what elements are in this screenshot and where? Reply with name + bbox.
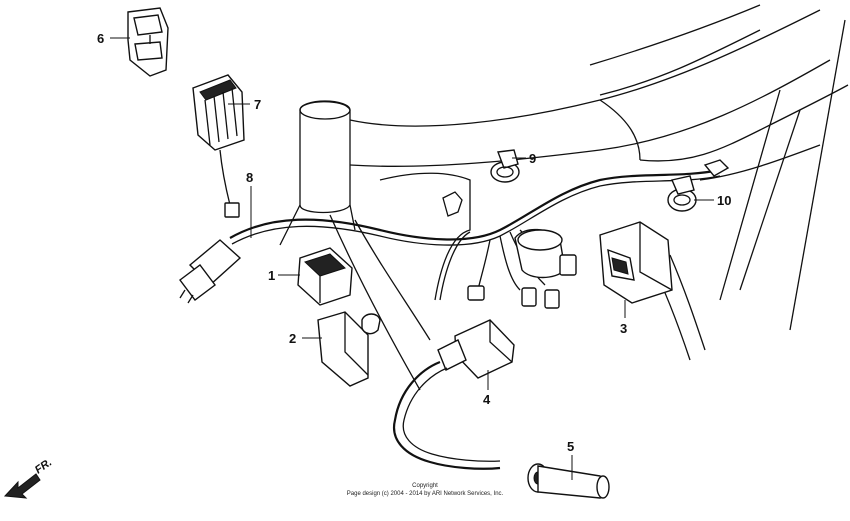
callout-6: 6 — [97, 31, 104, 46]
callout-1: 1 — [268, 268, 275, 283]
callout-7: 7 — [254, 97, 261, 112]
front-direction-arrow: FR. — [3, 456, 54, 499]
part-2-cover[interactable] — [317, 311, 381, 387]
callout-labels: 6 7 8 1 2 3 4 5 9 10 — [97, 31, 731, 454]
part-1-switch[interactable] — [297, 247, 353, 306]
copyright-line2: Page design (c) 2004 - 2014 by ARI Netwo… — [347, 491, 504, 497]
copyright-line1: Copyright — [412, 483, 438, 489]
part-7-regulator[interactable] — [192, 74, 245, 218]
part-6-bracket[interactable] — [127, 7, 169, 77]
part-4-sensor[interactable] — [392, 319, 515, 470]
copyright-notice: Copyright Page design (c) 2004 - 2014 by… — [347, 483, 504, 497]
part-5-grommet[interactable] — [527, 463, 610, 499]
part-9-clip[interactable] — [490, 149, 520, 183]
frame-outline — [279, 4, 849, 391]
callout-8: 8 — [246, 170, 253, 185]
callout-2: 2 — [289, 331, 296, 346]
leader-lines — [110, 37, 714, 480]
callout-9: 9 — [529, 151, 536, 166]
part-10-clip[interactable] — [667, 175, 697, 212]
callout-4: 4 — [483, 392, 491, 407]
coil-assembly[interactable] — [514, 228, 577, 279]
part-3-clamp[interactable] — [599, 221, 673, 304]
callout-3: 3 — [620, 321, 627, 336]
callout-5: 5 — [567, 439, 574, 454]
callout-10: 10 — [717, 193, 731, 208]
wire-harness[interactable] — [179, 159, 730, 309]
